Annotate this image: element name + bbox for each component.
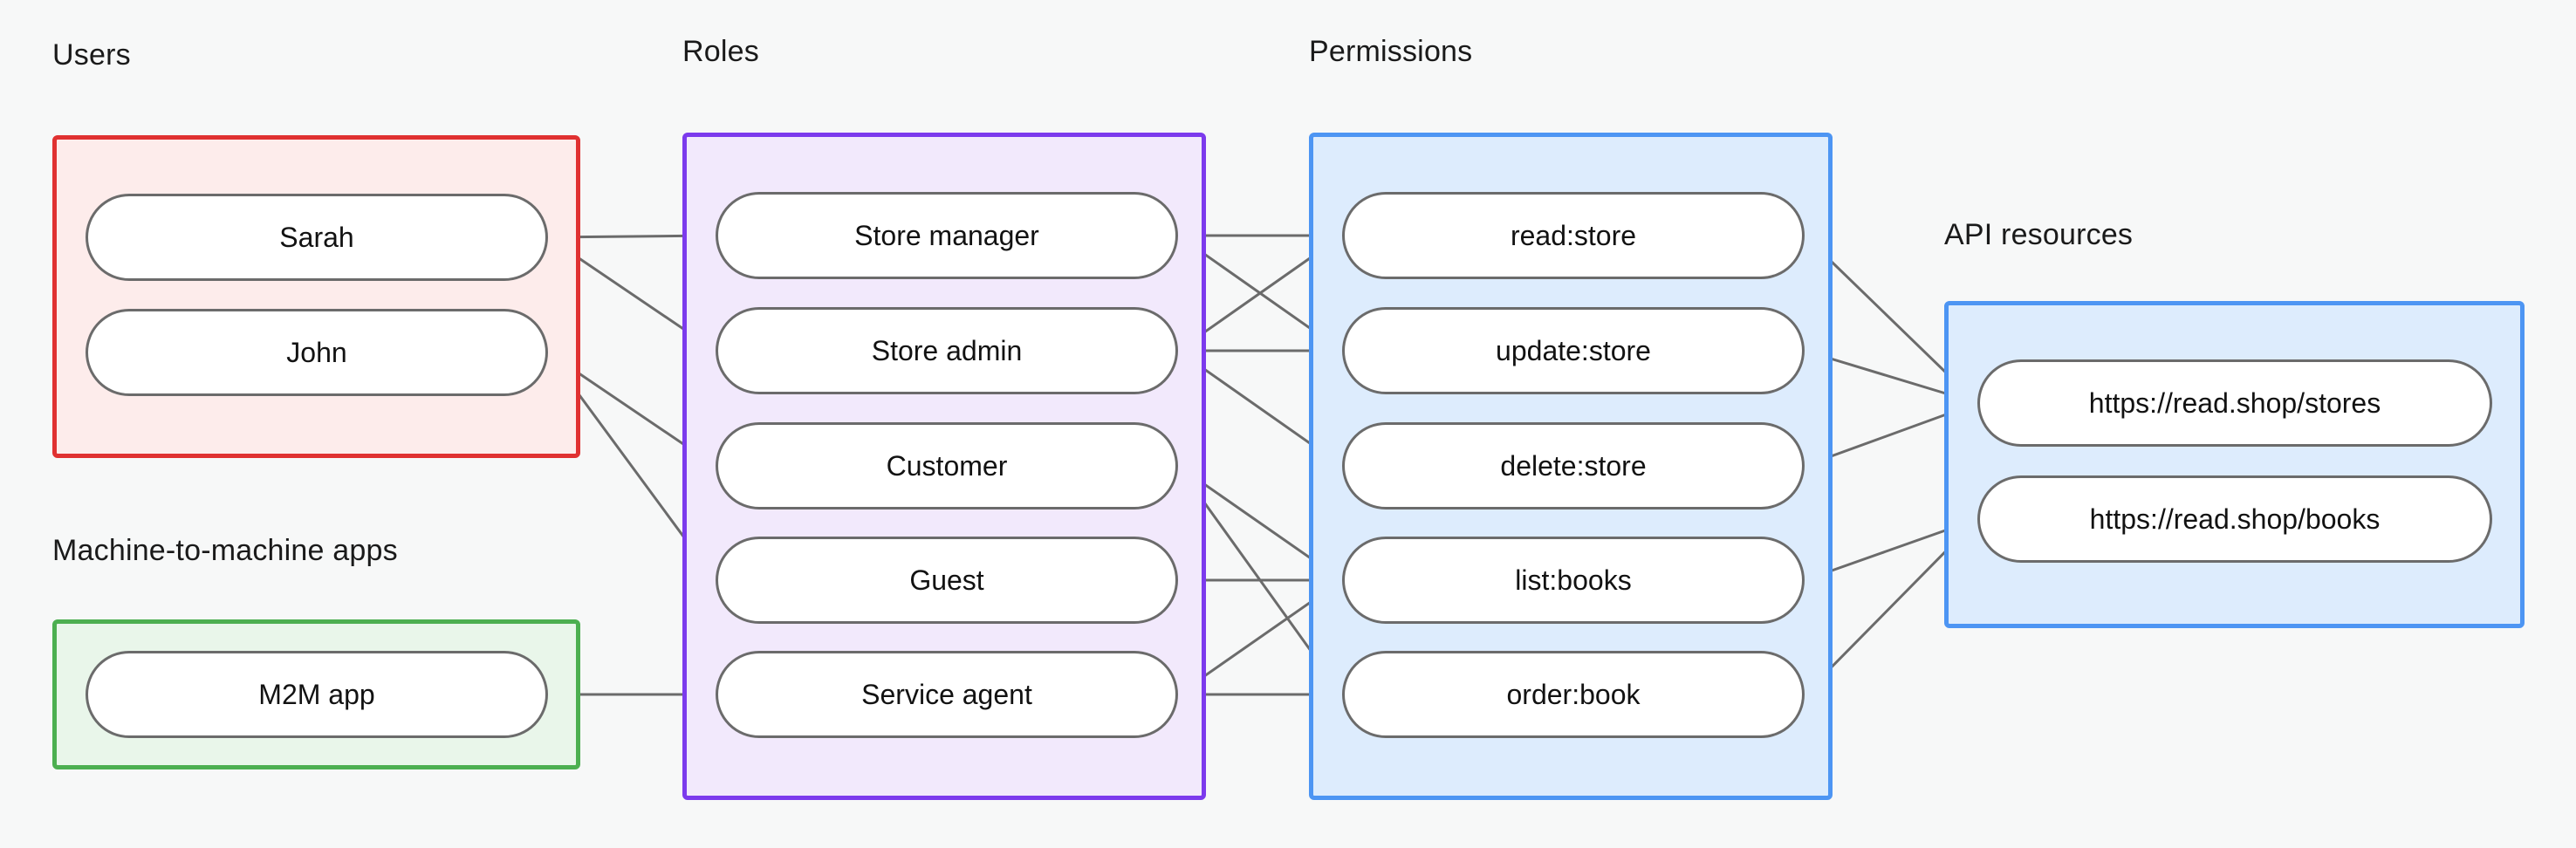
node-read-store[interactable]: read:store	[1342, 192, 1805, 279]
api-resources-container	[1944, 301, 2525, 628]
node-sarah[interactable]: Sarah	[86, 194, 548, 281]
group-label-api-resources: API resources	[1944, 218, 2134, 251]
node-update-store[interactable]: update:store	[1342, 307, 1805, 394]
node-delete-store[interactable]: delete:store	[1342, 422, 1805, 509]
node-api-resource-stores[interactable]: https://read.shop/stores	[1977, 359, 2492, 447]
node-john[interactable]: John	[86, 309, 548, 396]
node-service-agent[interactable]: Service agent	[716, 651, 1178, 738]
group-label-permissions: Permissions	[1309, 35, 1473, 68]
node-store-admin[interactable]: Store admin	[716, 307, 1178, 394]
group-label-users: Users	[52, 38, 131, 72]
node-m2m-app[interactable]: M2M app	[86, 651, 548, 738]
node-order-book[interactable]: order:book	[1342, 651, 1805, 738]
node-list-books[interactable]: list:books	[1342, 537, 1805, 624]
node-guest[interactable]: Guest	[716, 537, 1178, 624]
node-api-resource-books[interactable]: https://read.shop/books	[1977, 475, 2492, 563]
node-store-manager[interactable]: Store manager	[716, 192, 1178, 279]
group-label-machine-to-machine-apps: Machine-to-machine apps	[52, 534, 398, 567]
group-label-roles: Roles	[682, 35, 759, 68]
users-container	[52, 135, 580, 458]
node-customer[interactable]: Customer	[716, 422, 1178, 509]
